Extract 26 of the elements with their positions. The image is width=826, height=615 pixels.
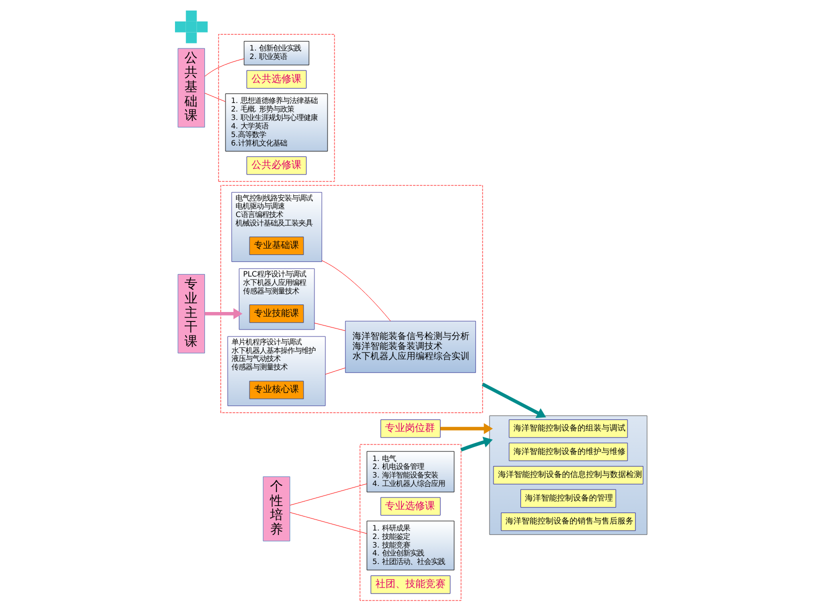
arrow — [204, 308, 242, 320]
connector — [314, 322, 346, 331]
node-box: 专业基础课 — [249, 236, 304, 255]
node-box: 专业岗位群 — [380, 419, 440, 438]
cluster — [220, 185, 483, 414]
node-box: 专业主干课 — [178, 274, 205, 354]
node-box: 个性培养 — [262, 476, 290, 542]
arrow — [460, 436, 493, 452]
cluster — [489, 415, 648, 535]
node-box: 公共基础课 — [178, 48, 205, 128]
connector — [325, 368, 346, 375]
node-box: 专业核心课 — [249, 380, 304, 400]
cluster — [218, 34, 335, 182]
cluster — [360, 444, 462, 601]
connector — [290, 484, 368, 506]
node-box: 社团、技能竞赛 — [370, 575, 450, 594]
arrow — [482, 382, 546, 418]
node-box: 专业选修课 — [380, 497, 440, 516]
node-box: 公共必修课 — [246, 156, 306, 175]
node-box: 专业技能课 — [249, 304, 304, 323]
connector — [290, 512, 368, 534]
connector — [204, 58, 244, 77]
node-box: 海洋智能装备信号检测与分析 海洋智能装备装调技术 水下机器人应用编程综合实训 — [345, 320, 476, 373]
node-box: 公共选修课 — [246, 70, 306, 89]
connector — [322, 260, 391, 322]
connector — [204, 92, 226, 102]
